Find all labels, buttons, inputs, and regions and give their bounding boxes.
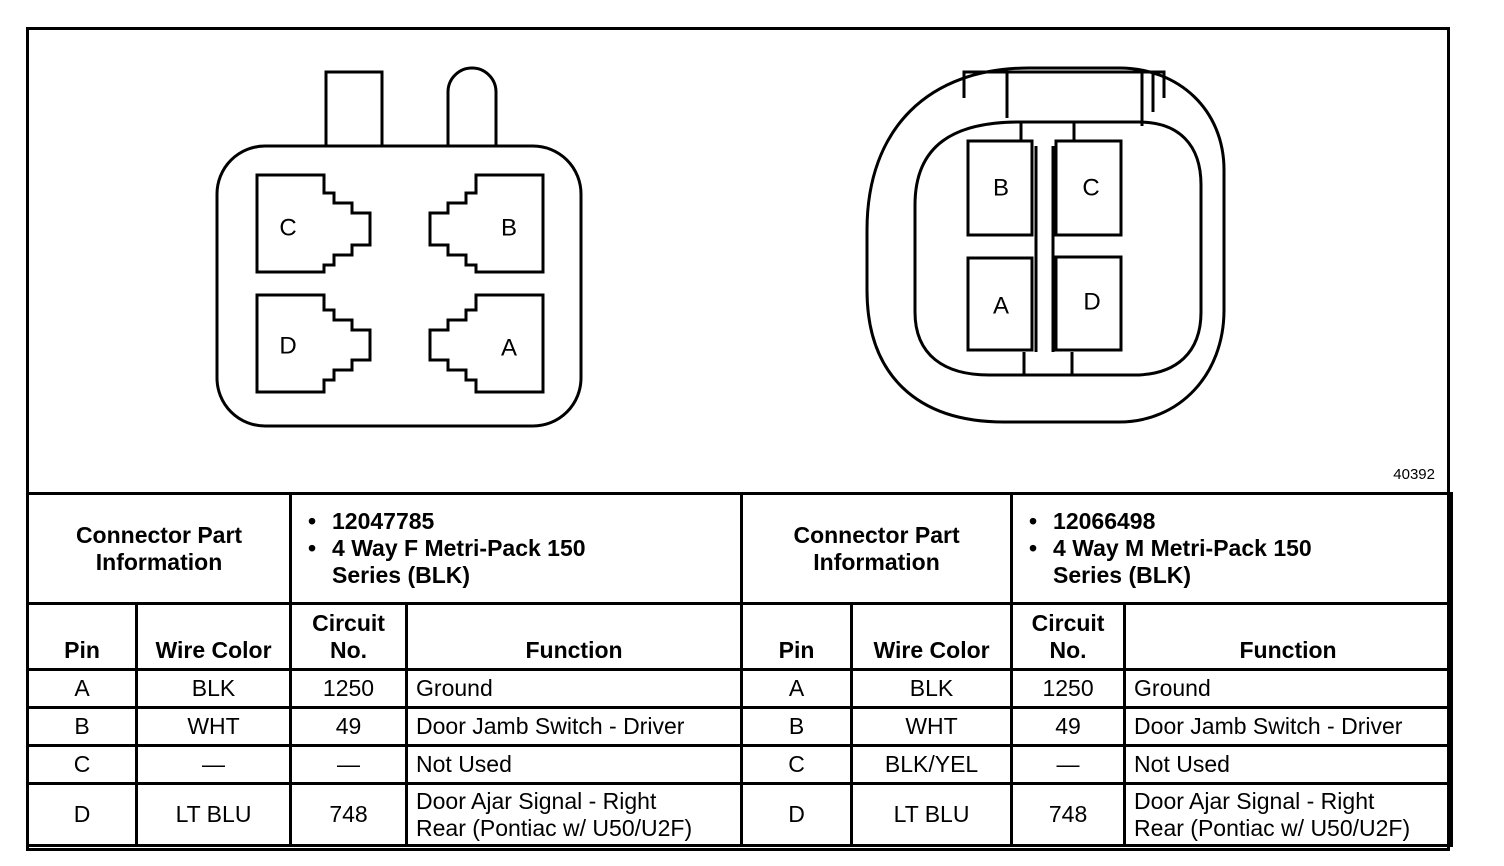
wire-cell: BLK/YEL — [850, 744, 1014, 785]
left-connector-drawing — [215, 66, 583, 428]
right-connector-drawing — [865, 66, 1226, 424]
right-connector-inner — [913, 120, 1203, 377]
column-header-row: Pin Wire Color Circuit No. Function Pin … — [26, 602, 1454, 671]
right-part-info: 12066498 4 Way M Metri-Pack 150 Series (… — [1010, 492, 1454, 605]
right-pin-label-b: B — [993, 175, 1009, 202]
left-cavity-a — [428, 293, 545, 394]
left-pin-label-b: B — [501, 215, 517, 242]
connector-diagrams: C B D A B C A D — [215, 66, 1226, 428]
col-function-2: Function — [1123, 602, 1454, 671]
right-pin-label-d: D — [1083, 289, 1100, 316]
function-cell: Ground — [405, 668, 744, 709]
function-cell: Not Used — [405, 744, 744, 785]
right-pin-c — [1054, 139, 1123, 237]
figure-id: 40392 — [1393, 466, 1435, 483]
wire-cell: LT BLU — [134, 782, 293, 847]
right-connector-shell — [865, 66, 1226, 424]
right-info-label: Connector Part Information — [740, 492, 1014, 605]
wire-cell: WHT — [134, 706, 293, 747]
wire-cell: BLK — [134, 668, 293, 709]
pinout-table: Connector Part Information 12047785 4 Wa… — [25, 492, 1454, 847]
circuit-cell: 748 — [1010, 782, 1127, 847]
right-pin-label-c: C — [1082, 175, 1099, 202]
pin-cell: C — [26, 744, 138, 785]
col-circuit-2: Circuit No. — [1010, 602, 1127, 671]
left-latch-square — [324, 70, 384, 148]
col-wire-color-2: Wire Color — [850, 602, 1014, 671]
function-cell: Not Used — [1123, 744, 1454, 785]
pin-cell: C — [740, 744, 854, 785]
col-pin: Pin — [26, 602, 138, 671]
left-pin-label-a: A — [501, 335, 517, 362]
circuit-cell: 1250 — [289, 668, 409, 709]
circuit-cell: 49 — [289, 706, 409, 747]
right-latch-top — [962, 70, 1166, 98]
right-part-number: 12066498 — [1029, 508, 1442, 535]
connector-sheet: C B D A B C A D 40392 Connector Part Inf… — [25, 27, 1454, 851]
right-pin-d — [1054, 255, 1123, 352]
function-cell: Door Jamb Switch - Driver — [405, 706, 744, 747]
col-pin-2: Pin — [740, 602, 854, 671]
function-cell: Door Ajar Signal - Right Rear (Pontiac w… — [405, 782, 744, 847]
right-pin-label-a: A — [993, 293, 1009, 320]
left-part-desc-1: 4 Way F Metri-Pack 150 — [308, 535, 732, 562]
col-function: Function — [405, 602, 744, 671]
right-pin-b — [966, 139, 1034, 237]
pin-cell: A — [26, 668, 138, 709]
pin-cell: A — [740, 668, 854, 709]
table-row: B WHT 49 Door Jamb Switch - Driver B WHT… — [26, 706, 1454, 747]
left-info-label: Connector Part Information — [25, 492, 293, 605]
table-row: D LT BLU 748 Door Ajar Signal - Right Re… — [26, 782, 1454, 847]
pin-cell: D — [26, 782, 138, 847]
right-part-desc-1: 4 Way M Metri-Pack 150 — [1029, 535, 1442, 562]
wire-cell: BLK — [850, 668, 1014, 709]
pin-cell: B — [740, 706, 854, 747]
left-part-info: 12047785 4 Way F Metri-Pack 150 Series (… — [289, 492, 744, 605]
left-pin-label-c: C — [279, 215, 296, 242]
left-latch-round — [446, 66, 498, 146]
circuit-cell: 1250 — [1010, 668, 1127, 709]
right-pin-a — [966, 256, 1034, 352]
function-cell: Ground — [1123, 668, 1454, 709]
col-wire-color: Wire Color — [134, 602, 293, 671]
left-cavity-d — [255, 293, 372, 394]
left-part-desc-2: Series (BLK) — [332, 562, 471, 588]
wire-cell: LT BLU — [850, 782, 1014, 847]
left-connector-body — [215, 144, 583, 428]
function-cell: Door Jamb Switch - Driver — [1123, 706, 1454, 747]
circuit-cell: 49 — [1010, 706, 1127, 747]
pin-cell: D — [740, 782, 854, 847]
left-part-number: 12047785 — [308, 508, 732, 535]
function-cell: Door Ajar Signal - Right Rear (Pontiac w… — [1123, 782, 1454, 847]
left-pin-label-d: D — [279, 333, 296, 360]
wire-cell: — — [134, 744, 293, 785]
right-part-desc-2: Series (BLK) — [1053, 562, 1192, 588]
table-row: C — — Not Used C BLK/YEL — Not Used — [26, 744, 1454, 785]
circuit-cell: — — [289, 744, 409, 785]
circuit-cell: — — [1010, 744, 1127, 785]
pin-cell: B — [26, 706, 138, 747]
wire-cell: WHT — [850, 706, 1014, 747]
col-circuit: Circuit No. — [289, 602, 409, 671]
left-cavity-c — [255, 173, 372, 274]
connector-info-row: Connector Part Information 12047785 4 Wa… — [25, 492, 1454, 605]
circuit-cell: 748 — [289, 782, 409, 847]
left-cavity-b — [428, 173, 545, 274]
table-row: A BLK 1250 Ground A BLK 1250 Ground — [26, 668, 1454, 709]
